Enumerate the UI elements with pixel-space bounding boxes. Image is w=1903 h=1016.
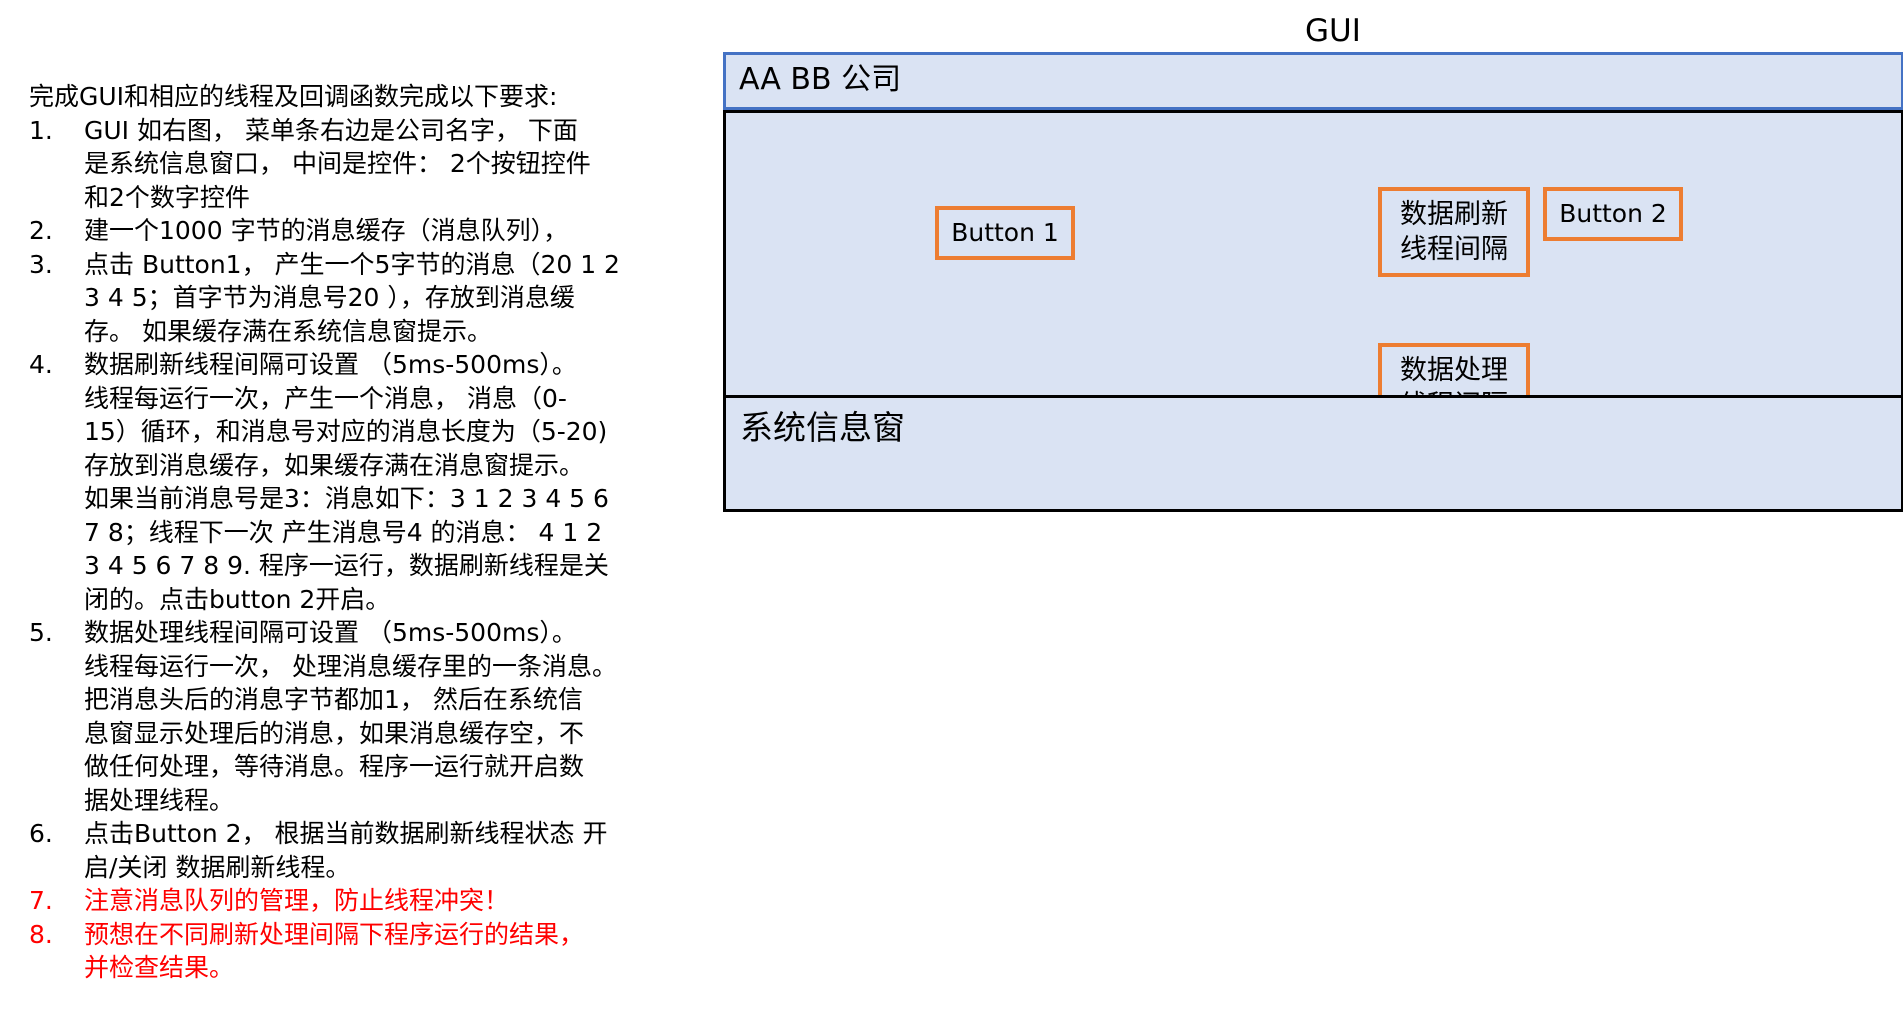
requirement-item: 6. 点击Button 2， 根据当前数据刷新线程状态 开启/关闭 数据刷新线程。: [29, 817, 689, 884]
requirement-text-line: GUI 如右图， 菜单条右边是公司名字， 下面: [84, 115, 578, 145]
requirement-text-line: 是系统信息窗口， 中间是控件： 2个按钮控件: [84, 149, 591, 178]
requirement-item: 2. 建一个1000 字节的消息缓存（消息队列），: [29, 214, 689, 248]
requirement-number: 2.: [29, 216, 53, 245]
requirement-text-line: 3 4 5；首字节为消息号20 ），存放到消息缓: [84, 283, 575, 312]
requirement-text-line: 数据处理线程间隔可设置 （5ms-500ms）。: [84, 618, 577, 647]
requirement-text-line: 息窗显示处理后的消息，如果消息缓存空，不: [84, 718, 585, 748]
requirement-text-line: 15）循环，和消息号对应的消息长度为（5-20): [84, 417, 608, 446]
refresh-interval-control[interactable]: 数据刷新 线程间隔: [1378, 187, 1530, 277]
company-name: AA BB 公司: [739, 62, 902, 97]
requirement-number: 1.: [29, 115, 53, 145]
refresh-interval-label-line-2: 线程间隔: [1400, 234, 1508, 265]
requirement-text-line: 启/关闭 数据刷新线程。: [84, 852, 351, 882]
requirement-text-line: 注意消息队列的管理，防止线程冲突！: [84, 886, 510, 915]
requirement-text-line: 和2个数字控件: [84, 182, 250, 212]
requirement-text-line: 闭的。点击button 2开启。: [84, 584, 391, 614]
requirement-text-line: 7 8；线程下一次 产生消息号4 的消息： 4 1 2: [84, 517, 603, 547]
requirement-item: 7. 注意消息队列的管理，防止线程冲突！: [29, 884, 689, 918]
requirement-text: 点击Button 2， 根据当前数据刷新线程状态 开启/关闭 数据刷新线程。: [84, 817, 689, 884]
requirement-text-line: 存放到消息缓存，如果缓存满在消息窗提示。: [84, 450, 585, 480]
requirement-text: 数据处理线程间隔可设置 （5ms-500ms）。线程每运行一次， 处理消息缓存里…: [84, 616, 689, 817]
requirement-text: 建一个1000 字节的消息缓存（消息队列），: [84, 214, 689, 248]
requirement-text-line: 预想在不同刷新处理间隔下程序运行的结果，: [84, 919, 585, 949]
requirement-text: 注意消息队列的管理，防止线程冲突！: [84, 884, 689, 918]
requirement-item: 8. 预想在不同刷新处理间隔下程序运行的结果， 并检查结果。: [29, 918, 689, 985]
requirement-text-line: 如果当前消息号是3：消息如下：3 1 2 3 4 5 6: [84, 484, 609, 513]
requirement-number: 6.: [29, 819, 53, 848]
control-panel: Button 1 数据刷新 线程间隔 Button 2 数据处理 线程间隔: [723, 110, 1903, 447]
requirement-text-line: 做任何处理，等待消息。程序一运行就开启数: [84, 752, 585, 781]
process-interval-label-line-1: 数据处理: [1400, 355, 1508, 386]
requirement-text: 数据刷新线程间隔可设置 （5ms-500ms）。线程每运行一次，产生一个消息， …: [84, 348, 689, 616]
gui-title: GUI: [1305, 13, 1361, 49]
requirement-text-line: 点击Button 2， 根据当前数据刷新线程状态 开: [84, 819, 608, 848]
system-info-window-title: 系统信息窗: [740, 408, 905, 447]
requirement-number: 7.: [29, 886, 53, 915]
refresh-interval-label-line-1: 数据刷新: [1400, 199, 1508, 230]
requirement-number: 5.: [29, 618, 53, 647]
requirement-text-line: 线程每运行一次， 处理消息缓存里的一条消息。: [84, 651, 617, 681]
requirements-text: 完成GUI和相应的线程及回调函数完成以下要求: 1. GUI 如右图， 菜单条右边…: [29, 80, 689, 985]
requirement-item: 5. 数据处理线程间隔可设置 （5ms-500ms）。线程每运行一次， 处理消息缓…: [29, 616, 689, 817]
requirement-text: 预想在不同刷新处理间隔下程序运行的结果， 并检查结果。: [84, 918, 689, 985]
requirement-item: 1. GUI 如右图， 菜单条右边是公司名字， 下面是系统信息窗口， 中间是控件：…: [29, 114, 689, 215]
requirement-text-line: 存。 如果缓存满在系统信息窗提示。: [84, 316, 492, 346]
requirement-text-line: 据处理线程。: [84, 785, 235, 815]
requirement-text-line: 3 4 5 6 7 8 9. 程序一运行，数据刷新线程是关: [84, 551, 609, 580]
requirement-text: 点击 Button1， 产生一个5字节的消息（20 1 2 3 4 5；首字节为消…: [84, 248, 689, 349]
requirement-number: 4.: [29, 350, 53, 379]
button-1[interactable]: Button 1: [935, 206, 1075, 260]
button-2[interactable]: Button 2: [1543, 187, 1683, 241]
requirement-number: 3.: [29, 249, 53, 279]
menu-bar: AA BB 公司: [723, 52, 1903, 110]
requirement-item: 3. 点击 Button1， 产生一个5字节的消息（20 1 2 3 4 5；首字节…: [29, 248, 689, 349]
gui-mockup-window: AA BB 公司 Button 1 数据刷新 线程间隔 Button 2 数据处…: [723, 52, 1903, 512]
requirement-text-line: 建一个1000 字节的消息缓存（消息队列），: [84, 216, 569, 245]
requirement-text-line: 把消息头后的消息字节都加1， 然后在系统信: [84, 685, 583, 714]
system-info-window: 系统信息窗: [723, 395, 1903, 512]
requirement-text-line: 点击 Button1， 产生一个5字节的消息（20 1 2: [84, 249, 620, 279]
requirement-number: 8.: [29, 919, 53, 949]
requirements-list: 1. GUI 如右图， 菜单条右边是公司名字， 下面是系统信息窗口， 中间是控件：…: [29, 114, 689, 985]
requirement-text-line: 数据刷新线程间隔可设置 （5ms-500ms）。: [84, 350, 577, 379]
requirement-item: 4. 数据刷新线程间隔可设置 （5ms-500ms）。线程每运行一次，产生一个消息…: [29, 348, 689, 616]
requirements-intro: 完成GUI和相应的线程及回调函数完成以下要求:: [29, 82, 558, 111]
requirement-text-line: 线程每运行一次，产生一个消息， 消息（0-: [84, 383, 567, 413]
requirement-text-line: 并检查结果。: [84, 953, 235, 982]
requirement-text: GUI 如右图， 菜单条右边是公司名字， 下面是系统信息窗口， 中间是控件： 2…: [84, 114, 689, 215]
